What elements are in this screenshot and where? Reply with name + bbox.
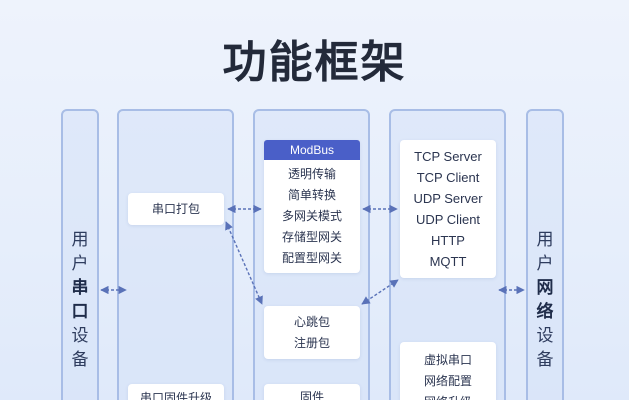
serial-firmware-label: 串口固件升级 xyxy=(139,391,212,400)
protocol-item: TCP Client xyxy=(416,170,480,185)
serial-firmware-card: 串口固件升级 xyxy=(128,384,224,400)
modbus-item: 简单转换 xyxy=(287,188,336,202)
protocol-card: TCP Server TCP Client UDP Server UDP Cli… xyxy=(400,140,496,278)
modbus-item: 存储型网关 xyxy=(281,230,342,244)
protocol-item: HTTP xyxy=(431,233,465,248)
left-label-char: 设 xyxy=(71,326,89,346)
right-label-char: 备 xyxy=(536,350,554,370)
right-user-column xyxy=(526,109,564,400)
right-label-char: 设 xyxy=(536,326,554,346)
left-side-label: 用 户 串 口 设 备 xyxy=(61,228,99,372)
right-side-label: 用 户 网 络 设 备 xyxy=(526,228,564,372)
left-label-char: 户 xyxy=(71,254,89,274)
modbus-card: ModBus 透明传输 简单转换 多网关模式 存储型网关 配置型网关 xyxy=(264,140,360,273)
firmware-label: 固件 xyxy=(299,390,324,400)
diagram-title: 功能框架 xyxy=(222,37,407,88)
left-label-char: 串 xyxy=(71,278,89,298)
config-item: 虚拟串口 xyxy=(423,353,472,367)
arrow-heartbeat-protocol xyxy=(361,279,399,305)
config-item: 网络升级 xyxy=(400,392,496,400)
serial-packing-label: 串口打包 xyxy=(151,202,200,216)
firmware-card: 固件 xyxy=(264,384,360,400)
protocol-item: UDP Server xyxy=(413,191,483,206)
heartbeat-card: 心跳包 注册包 xyxy=(264,306,360,359)
left-user-column xyxy=(61,109,99,400)
right-label-char: 络 xyxy=(536,302,554,322)
modbus-item: 透明传输 xyxy=(287,167,336,181)
config-item: 网络配置 xyxy=(423,374,472,388)
left-label-char: 口 xyxy=(71,302,89,322)
left-label-char: 用 xyxy=(71,230,89,250)
protocol-item: UDP Client xyxy=(415,212,481,227)
right-label-char: 户 xyxy=(536,254,554,274)
arrow-serial-heartbeat xyxy=(225,221,263,305)
modbus-item: 配置型网关 xyxy=(281,251,342,265)
protocol-item: TCP Server xyxy=(414,149,482,164)
config-card: 虚拟串口 网络配置 网络升级 xyxy=(400,342,496,400)
serial-function-column xyxy=(117,109,234,400)
modbus-header: ModBus xyxy=(264,140,360,160)
modbus-item: 多网关模式 xyxy=(281,209,342,223)
heartbeat-item: 注册包 xyxy=(293,336,330,350)
right-label-char: 网 xyxy=(536,278,554,298)
right-label-char: 用 xyxy=(536,230,554,250)
protocol-item: MQTT xyxy=(429,254,467,269)
left-label-char: 备 xyxy=(71,350,89,370)
serial-packing-card: 串口打包 xyxy=(128,193,224,225)
heartbeat-item: 心跳包 xyxy=(293,315,330,329)
